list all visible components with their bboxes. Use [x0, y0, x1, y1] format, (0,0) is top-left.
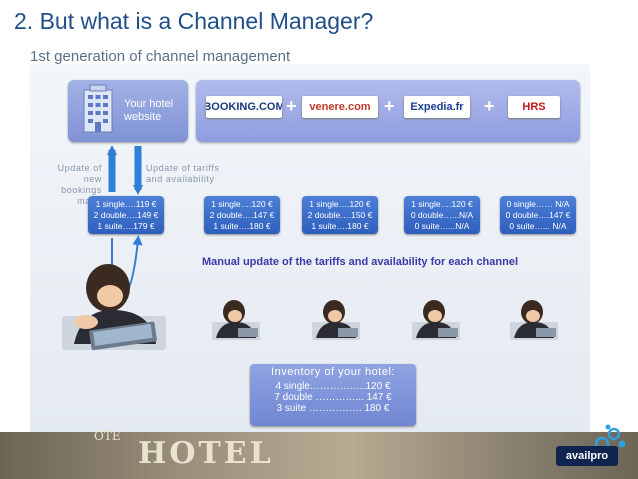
inventory-row: 4 single……………..120 €: [275, 381, 391, 392]
person-icon: [412, 300, 460, 340]
expedia-logo: Expedia.fr: [404, 96, 470, 118]
person-icon: [510, 300, 558, 340]
inventory-row: 7 double …………... 147 €: [274, 392, 392, 403]
hotel-sign: HOTEL: [138, 436, 274, 471]
manual-update-caption: Manual update of the tariffs and availab…: [202, 256, 519, 268]
plus-sign: +: [484, 96, 495, 116]
stressed-manager-icon: [62, 264, 166, 351]
slide-title: 2. But what is a Channel Manager?: [14, 8, 374, 34]
update-tariffs-label: Update of tariffs and availability: [146, 163, 220, 184]
plus-sign: +: [384, 96, 395, 116]
rate-box-booking: 1 single….120 €2 double….147 €1 suite….1…: [204, 196, 280, 234]
inventory-row: 3 suite ……………. 180 €: [276, 403, 390, 414]
rate-box-venere: 1 single….120 €2 double….150 €1 suite….1…: [302, 196, 378, 234]
rate-box-website: 1 single….119 €2 double….149 €1 suite….1…: [88, 196, 164, 234]
hotel-inventory-box: Inventory of your hotel: 4 single……………..…: [250, 364, 416, 426]
inventory-title: Inventory of your hotel:: [271, 366, 395, 378]
person-icon: [212, 300, 260, 340]
person-icon: [312, 300, 360, 340]
hotel-website-label: Your hotel website: [124, 98, 174, 123]
hrs-logo: HRS: [508, 96, 560, 118]
slide-subtitle: 1st generation of channel management: [30, 48, 291, 65]
venere-logo: venere.com: [302, 96, 378, 118]
hotel-sign-vertical: OTE: [94, 429, 121, 443]
plus-sign: +: [286, 96, 297, 116]
booking-logo: BOOKING.COM: [206, 96, 282, 118]
availpro-logo: availpro: [556, 446, 618, 466]
building-icon: [83, 84, 113, 133]
hotel-footer-banner: [0, 432, 638, 479]
